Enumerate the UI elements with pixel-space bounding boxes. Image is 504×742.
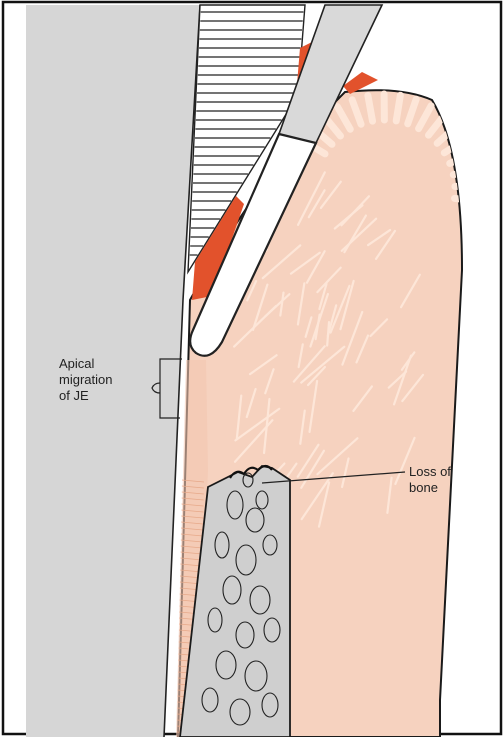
- rete-peg: [396, 95, 400, 121]
- rete-peg: [368, 96, 373, 122]
- apical-migration-label: Apical migration of JE: [59, 356, 159, 404]
- apical-label-line-2: migration: [59, 372, 112, 387]
- apical-label-line-3: of JE: [59, 388, 89, 403]
- bone-label-line-2: bone: [409, 480, 438, 495]
- bone-label-line-1: Loss of: [409, 464, 451, 479]
- apical-label-line-1: Apical: [59, 356, 94, 371]
- loss-of-bone-label: Loss of bone: [409, 464, 489, 496]
